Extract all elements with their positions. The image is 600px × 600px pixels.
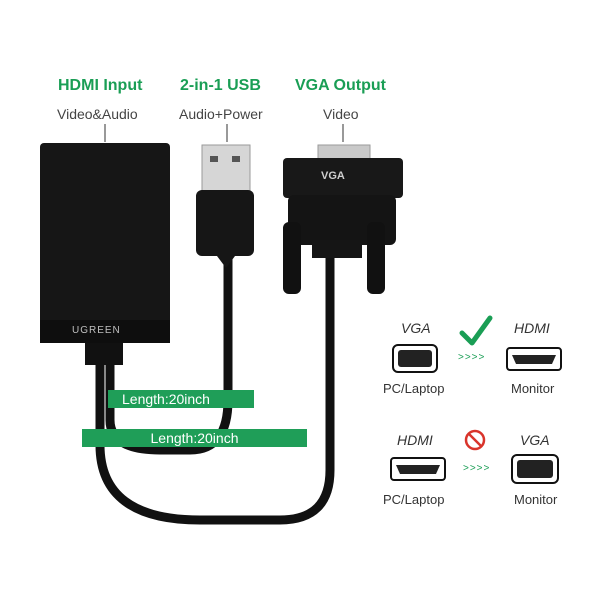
vga-output-title: VGA Output [295, 77, 386, 94]
length-band-long: Length:20inch [82, 429, 307, 447]
supported-to-port: HDMI [514, 320, 550, 336]
hdmi-port-icon-1 [506, 347, 562, 371]
vga-plug-label: VGA [321, 170, 345, 182]
usb-title: 2-in-1 USB [180, 77, 261, 94]
unsupported-arrows: >>>> [463, 463, 491, 474]
hdmi-input-title: HDMI Input [58, 77, 143, 94]
length-band-short: Length:20inch [108, 390, 254, 408]
unsupported-from-port: HDMI [397, 432, 433, 448]
vga-output-subtitle: Video [323, 106, 359, 122]
usb-plug [196, 144, 254, 268]
hdmi-adapter-box [40, 143, 170, 365]
hdmi-input-subtitle: Video&Audio [57, 106, 138, 122]
hdmi-port-icon-2 [390, 457, 446, 481]
unsupported-from-device: PC/Laptop [383, 492, 445, 507]
supported-from-device: PC/Laptop [383, 381, 445, 396]
supported-from-port: VGA [401, 320, 431, 336]
supported-arrows: >>>> [458, 352, 486, 363]
vga-port-icon-2 [511, 454, 559, 484]
supported-to-device: Monitor [511, 381, 555, 396]
check-icon [459, 315, 493, 346]
vga-plug [283, 144, 403, 294]
brand-label: UGREEN [72, 325, 121, 336]
unsupported-to-port: VGA [520, 432, 550, 448]
vga-port-icon-1 [392, 344, 438, 373]
usb-cable [170, 253, 233, 455]
prohibited-icon [464, 429, 486, 451]
unsupported-to-device: Monitor [514, 492, 558, 507]
vga-cable [95, 245, 335, 525]
usb-subtitle: Audio+Power [179, 106, 263, 122]
